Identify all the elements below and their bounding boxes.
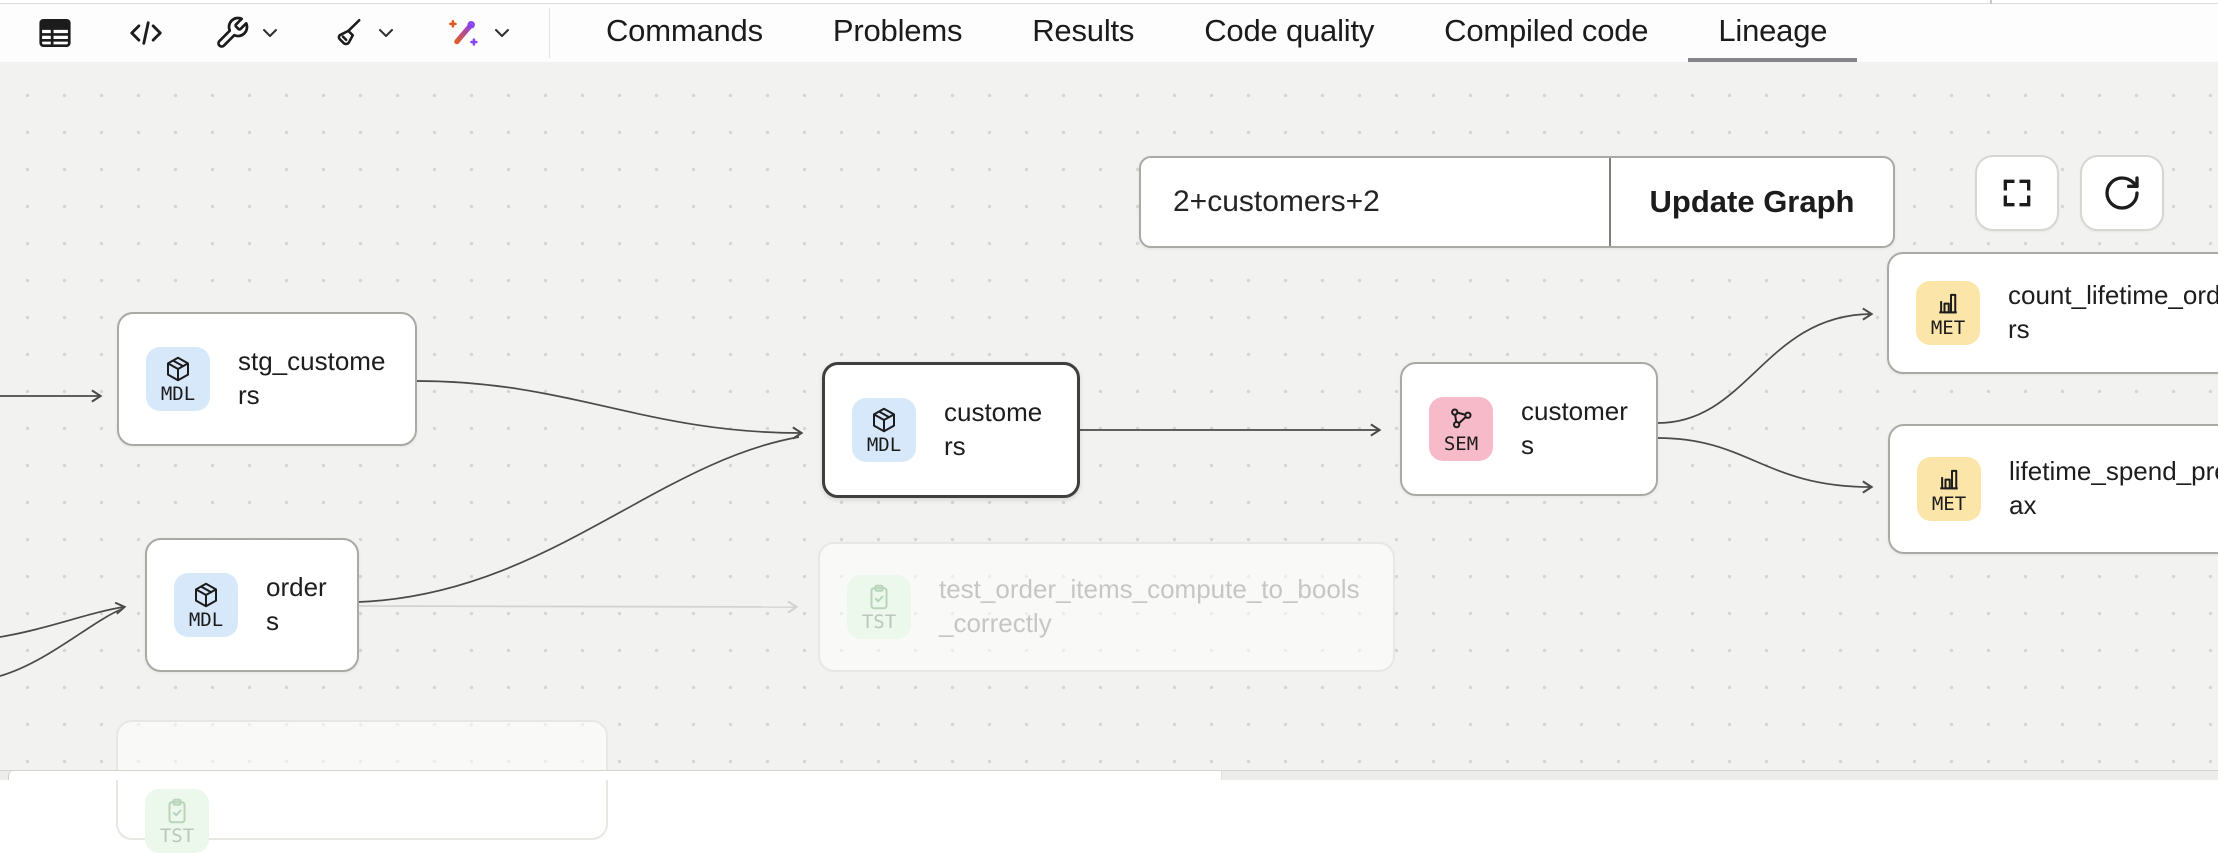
bar-chart-icon [1940,469,1958,489]
fullscreen-icon [1997,173,2037,213]
clipboard-check-icon [870,584,888,609]
chevron-down-icon[interactable] [258,21,282,45]
node-orders[interactable]: MDL orders [145,538,359,672]
clipboard-check-icon [168,798,186,823]
node-test-partial[interactable]: TST [116,720,608,853]
metric-badge: MET [1916,281,1980,345]
tab-results[interactable]: Results [1032,13,1135,48]
semantic-graph-icon [1451,408,1472,428]
refresh-icon [2102,173,2142,213]
model-badge: MDL [174,573,238,637]
table-view-button[interactable] [36,4,74,62]
tab-compiled-code[interactable]: Compiled code [1444,13,1649,48]
metric-badge: MET [1917,457,1981,521]
model-badge: MDL [146,347,210,411]
chevron-down-icon[interactable] [374,21,398,45]
ai-assist-menu-button[interactable] [446,4,514,62]
node-label: orders [266,572,327,636]
node-test-order-items[interactable]: TST test_order_items_compute_to_bools_co… [818,542,1395,672]
panel-tabs: Commands Problems Results Code quality C… [562,4,1858,62]
broom-icon [330,15,366,51]
build-menu-button[interactable] [214,4,282,62]
badge-label: MET [1930,316,1966,339]
node-label: customers [944,397,1043,461]
node-label: stg_customers [238,346,386,410]
badge-label: MDL [866,433,902,456]
tab-problems[interactable]: Problems [832,13,963,48]
badge-label: MDL [188,608,224,631]
node-customers-model[interactable]: MDL customers [822,362,1080,498]
selector-divider [1609,158,1611,246]
toolbar-divider [549,8,550,58]
bar-chart-icon [1939,293,1957,313]
badge-label: SEM [1443,432,1479,455]
code-icon [126,14,166,52]
clean-menu-button[interactable] [330,4,398,62]
table-icon [36,14,74,52]
pane-top-border [0,3,2218,4]
selector-input[interactable] [1141,158,1609,246]
node-customers-semantic[interactable]: SEM customers [1400,362,1658,496]
test-badge: TST [145,789,209,853]
package-icon [195,582,217,607]
package-icon [167,356,189,381]
badge-label: MDL [160,382,196,405]
tab-code-quality[interactable]: Code quality [1204,13,1375,48]
panel-header: Commands Problems Results Code quality C… [0,4,2218,63]
node-label: count_lifetime_orders [2008,280,2218,344]
test-badge: TST [847,575,911,639]
model-selector-bar: Update Graph [1139,156,1895,248]
tab-lineage[interactable]: Lineage [1688,4,1858,62]
badge-label: TST [159,824,195,847]
badge-label: TST [861,610,897,633]
bottom-panel-edge [8,771,1222,780]
node-count-lifetime-orders[interactable]: MET count_lifetime_orders [1887,252,2218,374]
node-label: test_order_items_compute_to_bools_correc… [939,574,1360,638]
model-badge: MDL [852,398,916,462]
node-label: customers [1521,396,1628,460]
semantic-model-badge: SEM [1429,397,1493,461]
tab-commands[interactable]: Commands [606,13,763,48]
node-lifetime-spend-pretax[interactable]: MET lifetime_spend_pretax [1888,424,2218,554]
update-graph-button[interactable]: Update Graph [1611,158,1893,246]
package-icon [873,407,895,432]
wrench-icon [214,15,250,51]
fullscreen-button[interactable] [1975,155,2059,231]
execute-sql-button[interactable] [126,4,166,62]
badge-label: MET [1931,492,1967,515]
node-stg-customers[interactable]: MDL stg_customers [117,312,417,446]
magic-wand-icon [446,15,482,51]
node-label: lifetime_spend_pretax [2009,456,2218,520]
refresh-button[interactable] [2080,155,2164,231]
chevron-down-icon[interactable] [490,21,514,45]
